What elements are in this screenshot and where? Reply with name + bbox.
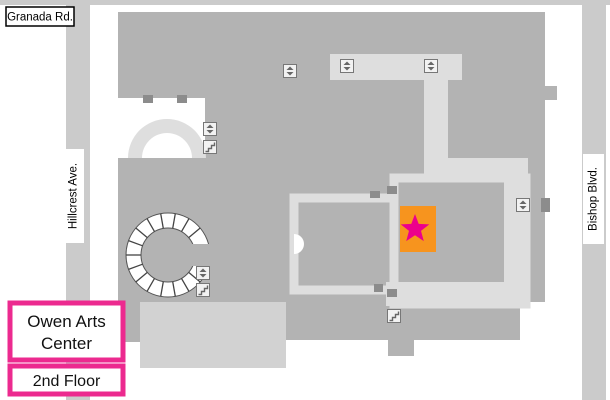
legend-floor-box (7, 363, 126, 397)
legend-title-box (7, 300, 126, 363)
door-marker (541, 198, 550, 212)
street-label-hillcrest: Hillcrest Ave. (63, 149, 84, 243)
you-are-here-marker (400, 206, 436, 252)
elevator-icon (340, 59, 354, 73)
street-label-bishop: Bishop Blvd. (583, 154, 604, 244)
map-legend: Owen Arts Center 2nd Floor (7, 300, 126, 397)
stairs-icon (387, 309, 401, 323)
arch-feature (128, 119, 206, 158)
elevator-icon (203, 122, 217, 136)
curved-stair (125, 212, 214, 298)
street-granada (0, 0, 610, 5)
building-exit-stub (388, 340, 414, 356)
stair-tread-lines (126, 213, 201, 297)
building-lower-level-area (140, 302, 286, 368)
legend-floor-label: 2nd Floor (33, 373, 101, 390)
hillcrest-label-text: Hillcrest Ave. (68, 163, 80, 229)
bishop-label-box (583, 154, 604, 244)
building-topright-stub (545, 86, 557, 100)
elevator-icon (196, 266, 210, 280)
granada-label-text: Granada Rd. (7, 12, 73, 24)
legend-building-name-line2: Center (41, 334, 92, 353)
door-marker (370, 191, 380, 198)
stair-opening (192, 244, 214, 266)
door-markers (143, 95, 550, 297)
room-east (389, 173, 531, 309)
door-marker (387, 186, 397, 194)
elevator-icon (283, 64, 297, 78)
stairs-icon (196, 283, 210, 297)
door-marker (177, 95, 187, 103)
elevator-icon (424, 59, 438, 73)
door-marker (374, 284, 383, 292)
room-west-niche (294, 234, 304, 254)
rooms (289, 173, 531, 309)
hillcrest-label-box (63, 149, 84, 243)
street-label-granada: Granada Rd. (5, 6, 75, 27)
door-marker (143, 95, 153, 103)
elevator-icon (516, 198, 530, 212)
door-marker (387, 289, 397, 297)
granada-label-box (5, 6, 75, 27)
stairs-icon (203, 140, 217, 154)
legend-building-name-line1: Owen Arts (27, 312, 105, 331)
marker-star-icon (400, 214, 430, 242)
bishop-label-text: Bishop Blvd. (588, 167, 600, 231)
